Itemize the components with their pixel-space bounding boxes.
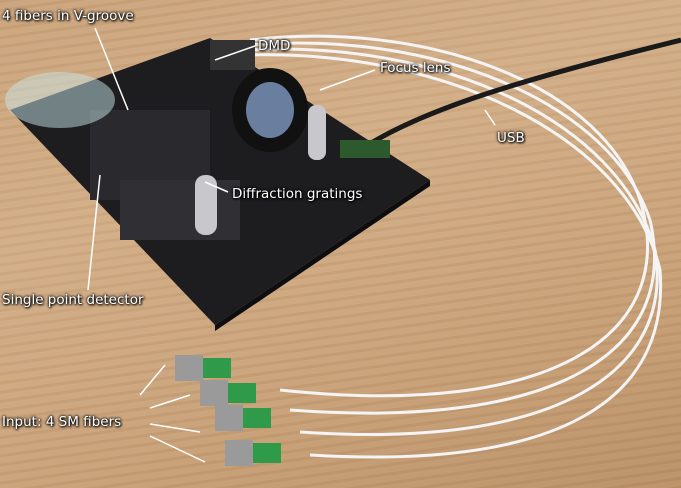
label-usb: USB (497, 130, 525, 146)
fiber-connectors (175, 355, 281, 466)
optical-fibers (249, 34, 663, 459)
label-single-point-detector: Single point detector (2, 292, 144, 308)
dmd (210, 40, 255, 70)
usb-board (340, 140, 390, 158)
annotation-arrows (87, 27, 496, 463)
grating-post (195, 175, 217, 235)
glass-disc (5, 72, 115, 128)
label-input-fibers: Input: 4 SM fibers (2, 414, 122, 430)
usb-cable (358, 37, 681, 153)
label-diffraction-gratings: Diffraction gratings (232, 186, 363, 202)
label-dmd: DMD (258, 38, 291, 54)
label-focus-lens: Focus lens (380, 60, 451, 76)
label-fibers-v-groove: 4 fibers in V-groove (2, 8, 134, 24)
